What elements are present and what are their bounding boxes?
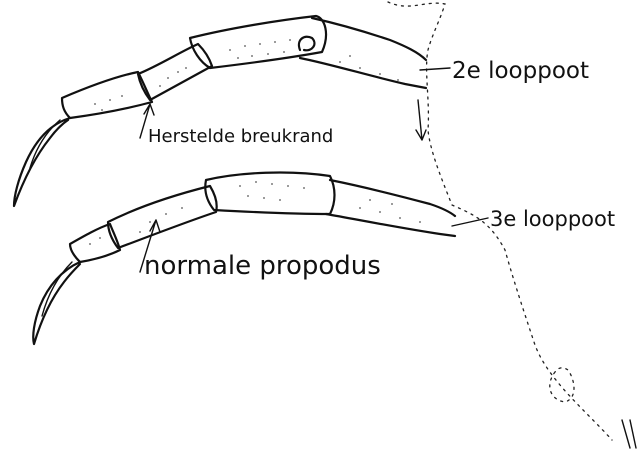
label-normal: normale propodus — [144, 251, 381, 281]
label-leg3: 3e looppoot — [490, 207, 615, 231]
body-outline-notch — [550, 368, 574, 402]
body-edge-mark — [622, 420, 636, 448]
lower-leg-propodus — [108, 186, 217, 248]
upper-leg-claw — [14, 118, 70, 206]
lower-leg-dactylus-base — [70, 224, 120, 262]
leader-repair-right — [416, 100, 426, 140]
upper-leg-propodus — [138, 44, 212, 100]
lower-leg-carpus — [205, 173, 334, 214]
label-leg2: 2e looppoot — [452, 58, 589, 84]
upper-leg-joint — [299, 37, 315, 51]
label-repair: Herstelde breukrand — [148, 126, 333, 147]
lower-leg-claw — [33, 262, 80, 344]
lower-leg-segment-outer — [326, 180, 455, 236]
leader-leg2 — [420, 68, 450, 70]
